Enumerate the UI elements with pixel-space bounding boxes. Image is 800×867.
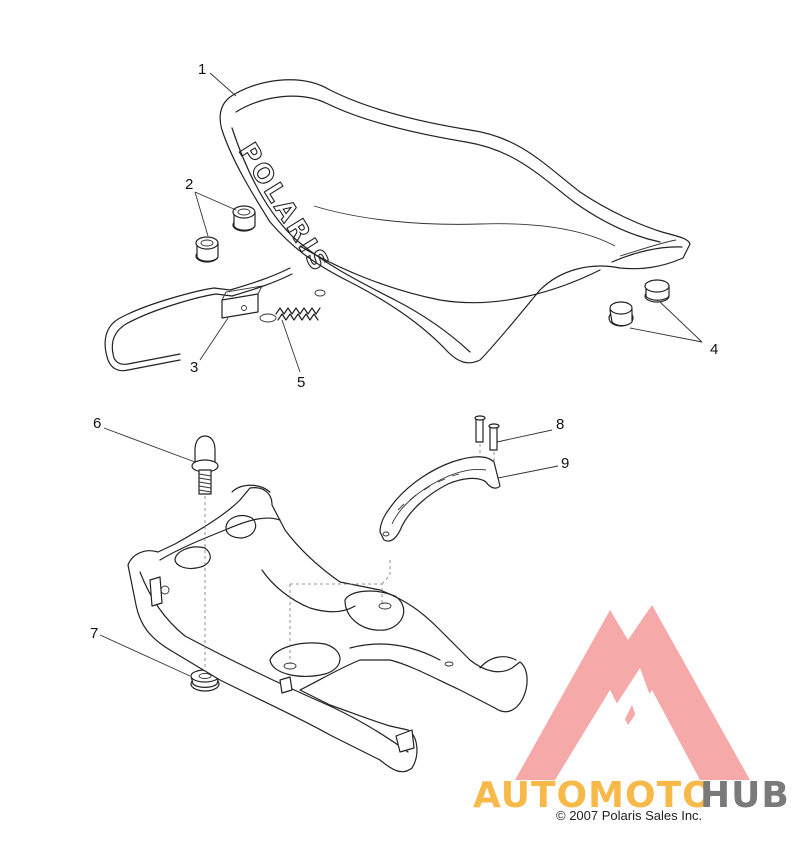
seat-latch-rod: [104, 267, 293, 372]
bracket-bolts: [474, 415, 500, 464]
seat-stud: [191, 435, 219, 495]
seat-grommets: [195, 205, 256, 263]
latch-spring: [259, 289, 326, 323]
watermark-text-primary: AUTOMOTO: [473, 775, 714, 816]
callout-6: 6: [93, 415, 102, 432]
callout-9: 9: [561, 455, 570, 472]
seat-bumpers: [608, 279, 670, 327]
callout-8: 8: [556, 416, 565, 433]
callout-7: 7: [90, 625, 99, 642]
rear-subframe: [127, 484, 528, 773]
leader-lines: [99, 72, 703, 677]
copyright-notice: © 2007 Polaris Sales Inc.: [556, 808, 703, 823]
callout-3: 3: [190, 359, 199, 376]
callout-1: 1: [198, 61, 207, 78]
watermark-logo-icon: [515, 605, 750, 780]
seat-bracket: [379, 456, 501, 542]
callout-5: 5: [297, 374, 306, 391]
callout-2: 2: [185, 176, 194, 193]
watermark-text-secondary: HUB: [700, 775, 790, 816]
callout-4: 4: [710, 341, 719, 358]
